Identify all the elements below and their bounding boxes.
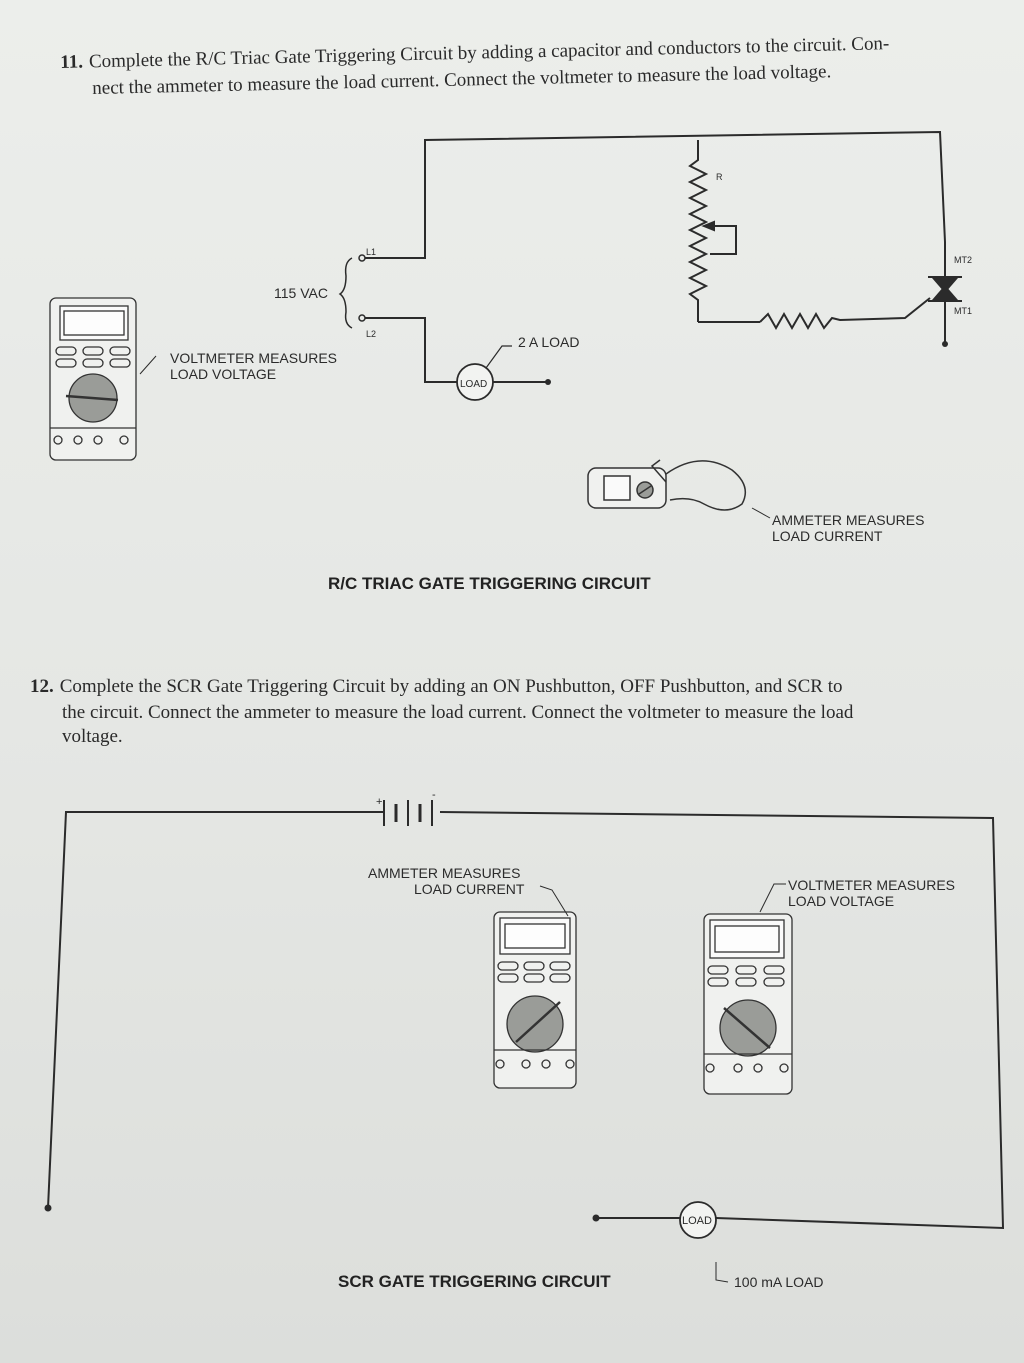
ammeter-label-q11-line1: AMMETER MEASURES xyxy=(772,512,925,528)
resistor-r-label: R xyxy=(716,172,723,182)
ammeter-label-q11-line2: LOAD CURRENT xyxy=(772,528,883,544)
diagram-title-q11: R/C TRIAC GATE TRIGGERING CIRCUIT xyxy=(328,574,651,593)
diagram-title-q12: SCR GATE TRIGGERING CIRCUIT xyxy=(338,1272,611,1291)
mt2-label: MT2 xyxy=(954,255,972,265)
battery-minus-label: - xyxy=(432,789,436,801)
clamp-ammeter-q11 xyxy=(587,459,747,511)
load-rating-q11: 2 A LOAD xyxy=(518,334,580,350)
load-label-q12: LOAD xyxy=(682,1215,712,1227)
voltmeter-label-q11-line2: LOAD VOLTAGE xyxy=(170,366,277,382)
l1-label: L1 xyxy=(366,247,377,257)
mt1-label: MT1 xyxy=(954,306,972,316)
load-rating-q12: 100 mA LOAD xyxy=(734,1274,824,1290)
ammeter-label-q12-line2: LOAD CURRENT xyxy=(414,881,525,897)
voltmeter-label-q12-line2: LOAD VOLTAGE xyxy=(788,893,895,909)
l2-label: L2 xyxy=(366,329,377,339)
source-voltage-label: 115 VAC xyxy=(274,285,328,301)
voltmeter-multimeter-q12 xyxy=(703,913,793,1095)
load-label-q11: LOAD xyxy=(460,379,488,390)
ammeter-label-q12-line1: AMMETER MEASURES xyxy=(368,865,521,881)
battery-plus-label: + xyxy=(376,796,383,808)
question-12-number: 12. xyxy=(30,676,54,697)
question-12-line2: the circuit. Connect the ammeter to meas… xyxy=(62,702,854,723)
question-12-line3: voltage. xyxy=(62,726,123,747)
question-12-line1: Complete the SCR Gate Triggering Circuit… xyxy=(59,676,843,697)
ammeter-multimeter-q12 xyxy=(493,911,577,1089)
voltmeter-label-q12-line1: VOLTMETER MEASURES xyxy=(788,877,955,893)
voltmeter-q11 xyxy=(49,297,137,461)
voltmeter-label-q11-line1: VOLTMETER MEASURES xyxy=(170,350,337,366)
question-12: 12.Complete the SCR Gate Triggering Circ… xyxy=(30,674,1010,699)
